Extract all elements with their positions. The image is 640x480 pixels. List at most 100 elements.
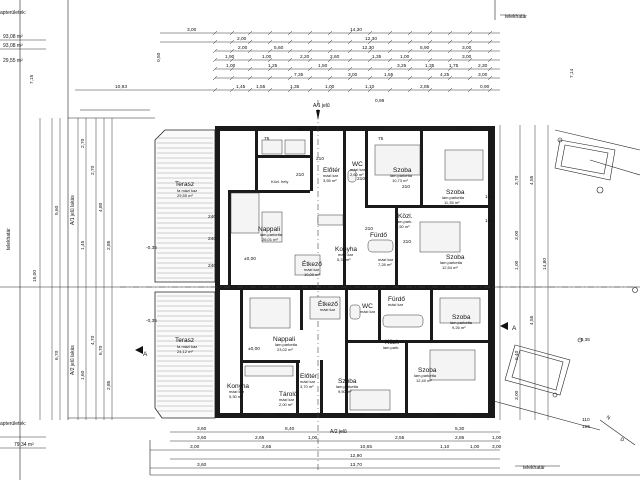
dimension-tick (347, 48, 353, 54)
dimension-tick (327, 57, 333, 63)
bot-dim-1-1: 8,40 (285, 426, 295, 432)
dimension-tick (267, 87, 273, 93)
room-nappali-lower: Nappali lam.parketta 23,02 m² (249, 297, 298, 352)
top-dim-7-0: 10,93 (115, 84, 127, 90)
level-terrace-lower: -0,35 (146, 318, 157, 324)
tarolo-lower-floor: mázi kar (279, 397, 295, 402)
nappali-upper-name: Nappali (258, 226, 280, 233)
left-dim-3: 5,60 (54, 205, 60, 215)
szoba-lower2-area: 9,50 m² (338, 389, 352, 394)
dimension-tick (307, 66, 313, 72)
dimension-tick (347, 87, 353, 93)
dimension-tick (212, 39, 218, 45)
dimension-tick (407, 57, 413, 63)
room-szoba-lower-3: Szoba lam.parketta 12,40 m² (414, 349, 476, 383)
top-dim-5-4: 1,35 (425, 63, 435, 69)
section-bottom-label: A/2 jelű (330, 429, 347, 435)
dimension-tick (487, 48, 493, 54)
dimension-tick (407, 48, 413, 54)
konyha-lower-floor: mázi kar (229, 389, 245, 394)
bot-dim-3-5: 3,00 (492, 444, 502, 450)
lower-area-heading: apterületek: (0, 421, 26, 427)
top-dim-4-2: 2,20 (300, 54, 310, 60)
dimension-tick (387, 57, 393, 63)
level-upper-main: ±0,00 (244, 256, 256, 262)
terrace-lower: Terasz fa mázi kaz 24,12 m² (154, 291, 216, 419)
top-dim-5-6: 2,30 (478, 63, 488, 69)
dimension-tick (447, 30, 453, 36)
top-dim-7-5: 1,10 (365, 84, 375, 90)
szoba-upper3-floor: lam.parketta (440, 260, 463, 265)
top-dim-3-4: 3,00 (462, 45, 472, 51)
top-dim-3-3: 5,90 (420, 45, 430, 51)
top-dim-5-5: 1,75 (449, 63, 459, 69)
dimension-tick (347, 75, 353, 81)
top-dim-3-2: 12,30 (362, 45, 374, 51)
right-dim-6: 3,00 (514, 390, 520, 400)
dimension-tick (229, 39, 235, 45)
dimension-tick (387, 87, 393, 93)
dimension-tick (387, 30, 393, 36)
side-label-upper: A/1 jelű lakás (70, 195, 76, 225)
left-dim-2: 4,80 (98, 202, 104, 212)
dimension-tick (487, 87, 493, 93)
dimension-tick (347, 39, 353, 45)
room-konyha-lower: Konyha mázi kar 5,30 m² (227, 365, 294, 399)
room-wc-upper: WC mázi kar 2,60 m² (347, 161, 366, 183)
dimension-tick (307, 39, 313, 45)
center-gap-label: 0,99 (375, 98, 385, 104)
top-dim-6-4: 3,00 (478, 72, 488, 78)
bot-dim-3-0: 3,00 (190, 444, 200, 450)
dimension-tick (267, 75, 273, 81)
top-dim-5-2: 1,50 (318, 63, 328, 69)
szoba-lower3-area: 12,40 m² (416, 378, 432, 383)
room-szoba-upper-3: Szoba lam.parketta 12,54 m² (419, 221, 465, 270)
door-label-10: 150 (485, 218, 493, 224)
right-dimension-chains: 3,70 4,55 3,00 1,00 4,55 6,40 3,00 14,80 (499, 125, 549, 420)
room-eloter-lower: Előtér mázi kar 3,70 m² (300, 373, 318, 389)
bed-icon (444, 149, 484, 181)
furdo-lower-floor: mázi kar (388, 302, 404, 307)
bot-dim-2-1: 2,65 (255, 435, 265, 441)
left-dim-8: 2,85 (106, 380, 112, 390)
window-marks (240, 126, 486, 417)
dimension-tick (387, 39, 393, 45)
dimension-tick (427, 57, 433, 63)
left-dim-11: 15,00 (32, 270, 38, 282)
dimension-tick (347, 57, 353, 63)
car-upper-icon (554, 139, 616, 181)
dimension-tick (212, 48, 218, 54)
szoba-lower1-name: Szoba (452, 314, 471, 321)
dimension-tick (467, 57, 473, 63)
bot-dim-1-2: 5,30 (455, 426, 465, 432)
eloter-upper-name: Előtér (323, 167, 341, 174)
top-dim-7-3: 1,35 (290, 84, 300, 90)
dimension-tick (212, 75, 218, 81)
section-markers: A/1 jelű A/2 jelű A A (135, 103, 517, 435)
upper-area-heading: apterületek: (0, 10, 26, 16)
right-dim-0: 3,70 (514, 175, 520, 185)
furdo-lower-name: Fürdő (388, 296, 405, 303)
door-label-11: 90 (297, 127, 303, 133)
level-lower-main: ±0,00 (248, 346, 260, 352)
dimension-tick (427, 75, 433, 81)
dimension-tick (327, 75, 333, 81)
dimension-tick (327, 48, 333, 54)
room-kozl-lower: Közl. lam.park. (383, 339, 400, 350)
dimension-tick (267, 39, 273, 45)
dimension-tick (307, 30, 313, 36)
wc-upper-area: 2,60 m² (350, 172, 364, 177)
konyha-upper-name: Konyha (335, 246, 357, 253)
top-dim-7-1: 1,45 (236, 84, 246, 90)
wc-upper-floor: mázi kar (350, 167, 366, 172)
dimension-tick (487, 39, 493, 45)
bot-dim-2-5: 1,00 (492, 435, 502, 441)
dimension-tick (287, 57, 293, 63)
section-top-label: A/1 jelű (313, 103, 330, 109)
bed-icon (349, 389, 391, 411)
room-wc-lower: WC mázi kar (349, 303, 376, 320)
wc-lower-name: WC (362, 303, 373, 310)
top-dim-6-1: 3,00 (348, 72, 358, 78)
dimension-tick (307, 48, 313, 54)
